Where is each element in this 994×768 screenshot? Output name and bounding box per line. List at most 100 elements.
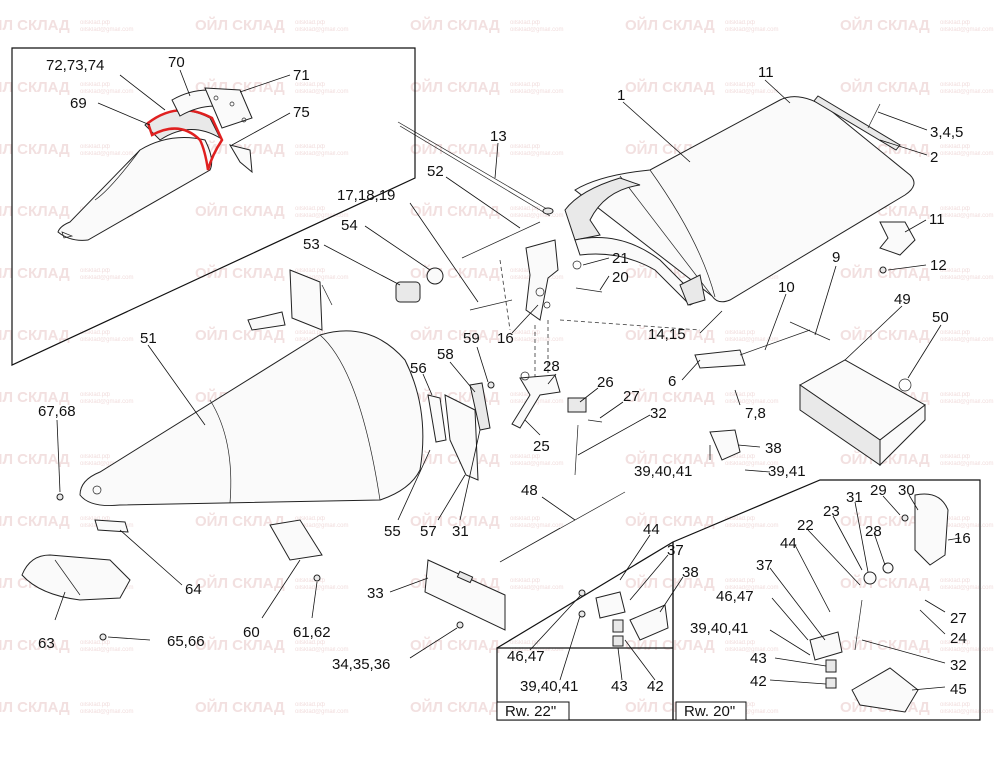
watermark-site: oilsklad.рф <box>295 268 325 274</box>
watermark-email: oilsklad@gmail.com <box>725 399 778 405</box>
watermark-site: oilsklad.рф <box>940 20 970 26</box>
watermark-brand: ОЙЛ СКЛАД <box>410 512 500 530</box>
watermark-email: oilsklad@gmail.com <box>940 585 993 591</box>
watermark-email: oilsklad@gmail.com <box>940 27 993 33</box>
watermark-site: oilsklad.рф <box>725 330 755 336</box>
callout-63: 63 <box>38 635 55 652</box>
watermark-site: oilsklad.рф <box>940 454 970 460</box>
watermark-site: oilsklad.рф <box>940 82 970 88</box>
watermark-site: oilsklad.рф <box>295 20 325 26</box>
watermark-email: oilsklad@gmail.com <box>295 89 348 95</box>
rw22-bracket-assembly <box>578 589 669 647</box>
watermark-email: oilsklad@gmail.com <box>940 709 993 715</box>
watermark-email: oilsklad@gmail.com <box>940 461 993 467</box>
watermark-brand: ОЙЛ СКЛАД <box>195 512 285 530</box>
watermark-email: oilsklad@gmail.com <box>510 337 563 343</box>
linkage-part-10 <box>694 321 831 369</box>
callout-43: 43 <box>611 678 628 695</box>
bushing-part-53 <box>395 281 421 303</box>
callout-39-40-41: 39,40,41 <box>634 463 692 480</box>
watermark-brand: ОЙЛ СКЛАД <box>625 636 715 654</box>
watermark-email: oilsklad@gmail.com <box>510 151 563 157</box>
watermark-brand: ОЙЛ СКЛАД <box>0 450 70 468</box>
watermark-email: oilsklad@gmail.com <box>295 27 348 33</box>
watermark-email: oilsklad@gmail.com <box>80 647 133 653</box>
watermark-site: oilsklad.рф <box>510 516 540 522</box>
watermark-brand: ОЙЛ СКЛАД <box>0 512 70 530</box>
callout-75: 75 <box>293 104 310 121</box>
watermark-email: oilsklad@gmail.com <box>510 585 563 591</box>
watermark-email: oilsklad@gmail.com <box>510 213 563 219</box>
watermark-site: oilsklad.рф <box>510 578 540 584</box>
bolt-part-67-68 <box>56 493 64 501</box>
callout-43-rw20: 43 <box>750 650 767 667</box>
watermark-site: oilsklad.рф <box>80 702 110 708</box>
bolt-part-65-66 <box>99 633 107 641</box>
watermark-site: oilsklad.рф <box>295 578 325 584</box>
watermark-site: oilsklad.рф <box>725 82 755 88</box>
callout-17-18-19: 17,18,19 <box>337 187 395 204</box>
pin-part-21 <box>572 260 582 270</box>
watermark-email: oilsklad@gmail.com <box>940 275 993 281</box>
callout-20: 20 <box>612 269 629 286</box>
watermark-email: oilsklad@gmail.com <box>80 399 133 405</box>
watermark-email: oilsklad@gmail.com <box>725 523 778 529</box>
callout-32: 32 <box>650 405 667 422</box>
watermark-brand: ОЙЛ СКЛАД <box>0 264 70 282</box>
watermark-email: oilsklad@gmail.com <box>725 27 778 33</box>
callout-46-47-rw20: 46,47 <box>716 588 754 605</box>
watermark-email: oilsklad@gmail.com <box>295 213 348 219</box>
mounting-plate-part-57 <box>444 394 479 481</box>
callout-50: 50 <box>932 309 949 326</box>
watermark-site: oilsklad.рф <box>510 392 540 398</box>
watermark-site: oilsklad.рф <box>510 640 540 646</box>
watermark-brand: ОЙЛ СКЛАД <box>0 202 70 220</box>
rod-part-32 <box>574 424 579 476</box>
leader-lines <box>54 69 961 691</box>
watermark-brand: ОЙЛ СКЛАД <box>410 698 500 716</box>
watermark-site: oilsklad.рф <box>295 640 325 646</box>
watermark-email: oilsklad@gmail.com <box>940 647 993 653</box>
watermark-brand: ОЙЛ СКЛАД <box>410 78 500 96</box>
callout-11-bracket: 11 <box>929 211 945 228</box>
callout-29: 29 <box>870 482 887 499</box>
callout-39-40-41-rw20: 39,40,41 <box>690 620 748 637</box>
watermark-brand: ОЙЛ СКЛАД <box>410 450 500 468</box>
watermark-site: oilsklad.рф <box>80 516 110 522</box>
callout-44: 44 <box>643 521 660 538</box>
watermark-site: oilsklad.рф <box>80 144 110 150</box>
callout-70: 70 <box>168 54 185 71</box>
watermark-email: oilsklad@gmail.com <box>80 337 133 343</box>
watermark-site: oilsklad.рф <box>295 82 325 88</box>
callout-69: 69 <box>70 95 87 112</box>
watermark-email: oilsklad@gmail.com <box>295 523 348 529</box>
inset-box-nose-detail <box>11 47 416 366</box>
watermark-brand: ОЙЛ СКЛАД <box>625 326 715 344</box>
callout-60: 60 <box>243 624 260 641</box>
watermark-site: oilsklad.рф <box>940 640 970 646</box>
watermark-brand: ОЙЛ СКЛАД <box>625 388 715 406</box>
watermark-brand: ОЙЛ СКЛАД <box>195 326 285 344</box>
nut-part-28 <box>520 371 530 381</box>
watermark-brand: ОЙЛ СКЛАД <box>0 16 70 34</box>
callout-31: 31 <box>452 523 469 540</box>
clip-part-26 <box>567 397 587 413</box>
watermark-email: oilsklad@gmail.com <box>725 337 778 343</box>
bracket-part-38 <box>709 429 741 461</box>
pin-part-20 <box>575 287 603 293</box>
watermark-brand: ОЙЛ СКЛАД <box>840 636 930 654</box>
callout-9: 9 <box>832 249 840 266</box>
watermark-brand: ОЙЛ СКЛАД <box>410 16 500 34</box>
callout-38-rw22: 38 <box>682 564 699 581</box>
link-part-56 <box>427 394 447 443</box>
watermark-site: oilsklad.рф <box>295 702 325 708</box>
callout-31-rw20: 31 <box>846 489 863 506</box>
watermark-email: oilsklad@gmail.com <box>940 89 993 95</box>
watermark-site: oilsklad.рф <box>940 702 970 708</box>
variant-tag-rw22 <box>496 701 570 721</box>
watermark-email: oilsklad@gmail.com <box>940 523 993 529</box>
bolt-part-27 <box>587 419 603 423</box>
watermark-brand: ОЙЛ СКЛАД <box>195 202 285 220</box>
watermark-brand: ОЙЛ СКЛАД <box>410 264 500 282</box>
watermark-email: oilsklad@gmail.com <box>725 647 778 653</box>
